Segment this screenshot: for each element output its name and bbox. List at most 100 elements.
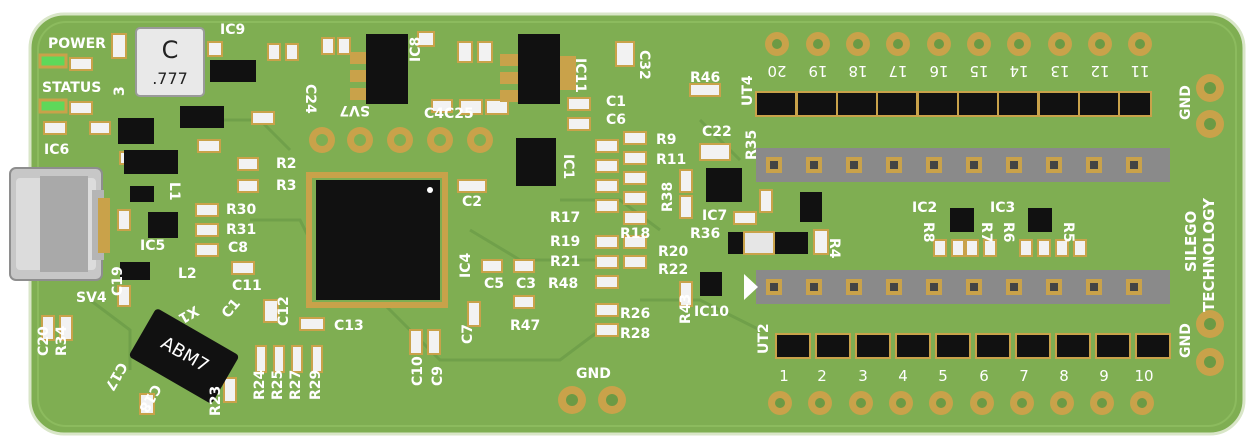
pin-4-label: 4 (898, 367, 908, 385)
label-l1: L1 (166, 182, 182, 201)
top-pin-numbers: 20 19 18 17 16 15 14 13 12 11 (767, 62, 1149, 80)
label-r4: R4 (826, 238, 842, 259)
label-sv4: SV4 (76, 290, 107, 306)
label-ut4: UT4 (740, 75, 756, 106)
r4-component (743, 231, 775, 255)
brand-silego: SILEGO (1182, 211, 1200, 272)
pin-3-label: 3 (858, 367, 868, 385)
label-r35: R35 (744, 130, 760, 160)
ic9-marking-top: C (162, 36, 179, 64)
label-c2: C2 (462, 194, 482, 210)
label-c32: C32 (636, 50, 652, 80)
power-led (38, 53, 68, 69)
pin-9-label: 9 (1099, 367, 1109, 385)
pin-14-label: 14 (1009, 62, 1028, 80)
pin-8-label: 8 (1059, 367, 1069, 385)
sv4-pad-strip (98, 198, 110, 253)
label-r47: R47 (510, 318, 540, 334)
label-r24: R24 (252, 369, 268, 400)
label-sv7: SV7 (339, 102, 370, 118)
label-ic2: IC2 (912, 200, 937, 216)
label-c5: C5 (484, 276, 504, 292)
label-r29: R29 (308, 370, 324, 400)
ic4-main-chip (306, 172, 448, 308)
label-c9: C9 (430, 366, 446, 386)
label-r25: R25 (270, 370, 286, 400)
label-c8: C8 (228, 240, 248, 256)
label-r2: R2 (276, 156, 297, 172)
label-r48: R48 (548, 276, 578, 292)
pin-1-label: 1 (779, 367, 789, 385)
label-r19: R19 (550, 234, 580, 250)
sv7-pin-header (309, 127, 493, 153)
label-ic3: IC3 (990, 200, 1015, 216)
label-r3: R3 (276, 178, 297, 194)
status-led (38, 98, 68, 114)
abm7-crystal: ABM7 (129, 309, 239, 403)
label-ic1: IC1 (560, 154, 576, 179)
ut4-chip-row (755, 91, 1152, 117)
label-r31: R31 (226, 222, 256, 238)
label-r26: R26 (620, 306, 650, 322)
ic9-package: C .777 (135, 27, 205, 97)
pin-19-label: 19 (808, 62, 827, 80)
ic9-marking-bottom: .777 (152, 69, 188, 88)
top-pin-row (765, 32, 1152, 56)
label-r21: R21 (550, 254, 580, 270)
label-r28: R28 (620, 326, 650, 342)
label-r6: R6 (1000, 222, 1016, 243)
label-r36: R36 (690, 226, 720, 242)
label-r23: R23 (208, 386, 224, 416)
label-c6: C6 (606, 112, 626, 128)
label-c4c25: C4C25 (424, 106, 474, 122)
ut2-chip-row (775, 333, 1171, 359)
label-status: STATUS (42, 80, 101, 96)
label-r9: R9 (656, 132, 677, 148)
label-r11: R11 (656, 152, 686, 168)
pin-13-label: 13 (1050, 62, 1069, 80)
pin-10-label: 10 (1134, 367, 1153, 385)
label-c19: C19 (110, 266, 126, 296)
label-ic8: IC8 (408, 37, 424, 62)
pin-11-label: 11 (1130, 62, 1149, 80)
pin-15-label: 15 (969, 62, 988, 80)
label-gnd-center: GND (576, 366, 611, 382)
label-r18: R18 (620, 226, 650, 242)
pin-6-label: 6 (979, 367, 989, 385)
label-c3: C3 (516, 276, 536, 292)
label-ic7: IC7 (702, 208, 727, 224)
label-r8: R8 (920, 222, 936, 243)
label-r27: R27 (288, 370, 304, 400)
label-ic10: IC10 (694, 304, 729, 320)
brand-technology: TECHNOLOGY (1200, 197, 1218, 312)
pin-12-label: 12 (1090, 62, 1109, 80)
label-c10: C10 (410, 356, 426, 386)
label-pin3: 3 (112, 86, 128, 96)
label-c11: C11 (232, 278, 262, 294)
pin-7-label: 7 (1019, 367, 1029, 385)
label-r17: R17 (550, 210, 580, 226)
label-r5: R5 (1060, 222, 1076, 243)
label-ut2: UT2 (756, 323, 772, 354)
label-c20: C20 (36, 326, 52, 356)
label-gnd-bottom: GND (1178, 323, 1194, 358)
label-c22: C22 (702, 124, 732, 140)
pin1-marker (744, 274, 758, 300)
bottom-pin-numbers: 1 2 3 4 5 6 7 8 9 10 (779, 367, 1153, 385)
pin-18-label: 18 (848, 62, 867, 80)
label-r43: R43 (678, 294, 694, 324)
bottom-pin-row (768, 391, 1154, 415)
label-r46: R46 (690, 70, 720, 86)
label-l2: L2 (178, 266, 197, 282)
pin-2-label: 2 (817, 367, 827, 385)
label-r34: R34 (54, 325, 70, 356)
pin-16-label: 16 (929, 62, 948, 80)
small-ics (118, 60, 1052, 296)
label-ic6: IC6 (44, 142, 69, 158)
pin-5-label: 5 (938, 367, 948, 385)
label-c12: C12 (276, 296, 292, 326)
label-gnd-top: GND (1178, 85, 1194, 120)
silkscreen-labels: POWER STATUS IC9 3 IC6 R2 R3 L1 IC5 R30 … (36, 22, 1218, 416)
passive-components (41, 31, 1087, 415)
